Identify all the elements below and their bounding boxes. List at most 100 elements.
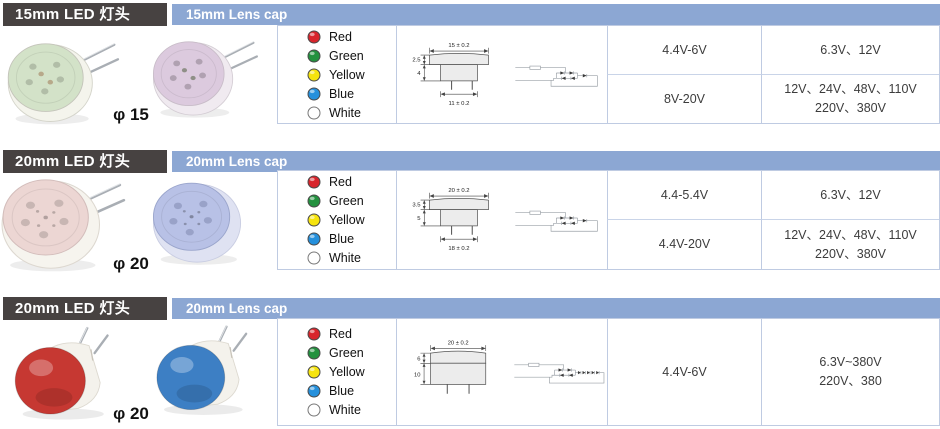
section-badge: 20mm LED 灯头 <box>3 297 167 320</box>
circuit-diagram <box>515 65 599 87</box>
section-badge: 20mm LED 灯头 <box>3 150 167 173</box>
led-lamp-photo <box>14 326 109 420</box>
drive-voltage-cell: 8V-20V <box>607 74 761 123</box>
color-item: Yellow <box>307 364 365 380</box>
color-legend: Red Green Yellow Blue White <box>278 319 396 425</box>
section-20mm-disc: 20mm LED 灯头 20mm Lens cap <box>0 150 940 295</box>
spec-table: Red Green Yellow Blue White <box>277 318 940 426</box>
color-dot-icon <box>307 346 321 360</box>
color-dot-icon <box>307 232 321 246</box>
color-dot-icon <box>307 251 321 265</box>
svg-text:20 ± 0.2: 20 ± 0.2 <box>448 188 469 194</box>
section-header-bar: 20mm Lens cap <box>172 298 940 319</box>
section-15mm: 15mm LED 灯头 15mm Lens cap <box>0 3 940 148</box>
color-legend: Red Green Yellow Blue White <box>278 171 396 269</box>
color-item: Blue <box>307 383 354 399</box>
color-dot-icon <box>307 175 321 189</box>
color-item: Green <box>307 48 364 64</box>
color-dot-icon <box>307 365 321 379</box>
led-lamp-photo <box>7 43 120 125</box>
svg-text:20 ± 0.2: 20 ± 0.2 <box>448 340 469 346</box>
diameter-label: φ 15 <box>113 105 149 124</box>
rated-voltage-cell: 6.3V、12V <box>761 26 939 74</box>
svg-text:11 ± 0.2: 11 ± 0.2 <box>449 101 470 107</box>
color-item: Blue <box>307 86 354 102</box>
led-lamp-photo <box>153 41 258 118</box>
color-dot-icon <box>307 213 321 227</box>
color-label: Green <box>329 346 364 360</box>
color-label: Yellow <box>329 67 365 82</box>
color-label: Green <box>329 194 364 208</box>
diameter-label: φ 20 <box>113 254 149 273</box>
dimension-and-circuit-cell: 20 ± 0.2 18 ± 0.2 3.5 <box>396 171 607 269</box>
color-dot-icon <box>307 194 321 208</box>
color-label: Yellow <box>329 213 365 227</box>
svg-text:18 ± 0.2: 18 ± 0.2 <box>448 246 469 252</box>
color-dot-icon <box>307 30 321 43</box>
dimension-and-circuit-cell: 15 ± 0.2 11 ± 0.2 2.5 <box>396 26 607 123</box>
diameter-label: φ 20 <box>113 404 149 423</box>
led-lamp-photo <box>156 325 248 415</box>
color-item: Red <box>307 174 352 190</box>
svg-text:2.5: 2.5 <box>412 57 421 63</box>
color-label: Blue <box>329 232 355 246</box>
dimension-diagram: 20 ± 0.2 18 ± 0.2 3.5 <box>412 188 489 252</box>
section-header-bar: 15mm Lens cap <box>172 4 940 25</box>
color-item: Red <box>307 326 352 342</box>
svg-text:15 ± 0.2: 15 ± 0.2 <box>448 42 469 48</box>
color-dot-icon <box>307 403 321 417</box>
color-dot-icon <box>307 384 321 398</box>
color-item: White <box>307 402 361 418</box>
svg-text:6: 6 <box>417 356 420 362</box>
svg-text:3.5: 3.5 <box>412 203 421 209</box>
drive-voltage-cell: 4.4V-6V <box>607 26 761 74</box>
color-dot-icon <box>307 68 321 81</box>
dimension-diagram: 15 ± 0.2 11 ± 0.2 2.5 <box>412 42 489 107</box>
color-label: Red <box>329 175 352 189</box>
color-dot-icon <box>307 49 321 62</box>
color-item: Green <box>307 345 364 361</box>
spec-table: Red Green Yellow Blue White <box>277 170 940 270</box>
product-photos: φ 15 <box>0 25 276 145</box>
product-photos: φ 20 <box>0 319 276 429</box>
section-badge: 15mm LED 灯头 <box>3 3 167 26</box>
color-label: Green <box>329 48 364 63</box>
color-label: White <box>329 403 361 417</box>
color-legend: Red Green Yellow Blue White <box>278 26 396 123</box>
circuit-diagram <box>515 210 599 232</box>
product-photos: φ 20 <box>0 172 276 292</box>
section-20mm-dome: 20mm LED 灯头 20mm Lens cap <box>0 297 940 429</box>
svg-text:4: 4 <box>417 71 421 77</box>
color-label: White <box>329 105 361 120</box>
color-item: Green <box>307 193 364 209</box>
circuit-diagram <box>514 362 605 384</box>
color-label: Red <box>329 327 352 341</box>
color-dot-icon <box>307 106 321 119</box>
svg-text:5: 5 <box>417 216 421 222</box>
drive-voltage-cell: 4.4V-6V <box>607 319 761 425</box>
color-item: White <box>307 250 361 266</box>
section-header-bar: 20mm Lens cap <box>172 151 940 172</box>
color-label: White <box>329 251 361 265</box>
color-item: Yellow <box>307 67 365 83</box>
color-label: Yellow <box>329 365 365 379</box>
dimension-and-circuit-cell: 20 ± 0.2 6 10 <box>396 319 607 425</box>
color-item: Blue <box>307 231 354 247</box>
svg-text:10: 10 <box>414 372 420 378</box>
led-lamp-photo <box>1 179 126 272</box>
color-label: Blue <box>329 384 355 398</box>
rated-voltage-cell: 6.3V、12V <box>761 171 939 219</box>
drive-voltage-cell: 4.4-5.4V <box>607 171 761 219</box>
color-item: White <box>307 105 361 121</box>
color-label: Red <box>329 29 352 44</box>
spec-table: Red Green Yellow Blue White <box>277 25 940 124</box>
color-item: Yellow <box>307 212 365 228</box>
color-dot-icon <box>307 327 321 341</box>
color-label: Blue <box>329 86 355 101</box>
color-item: Red <box>307 29 352 45</box>
led-lamp-photo <box>152 182 242 265</box>
